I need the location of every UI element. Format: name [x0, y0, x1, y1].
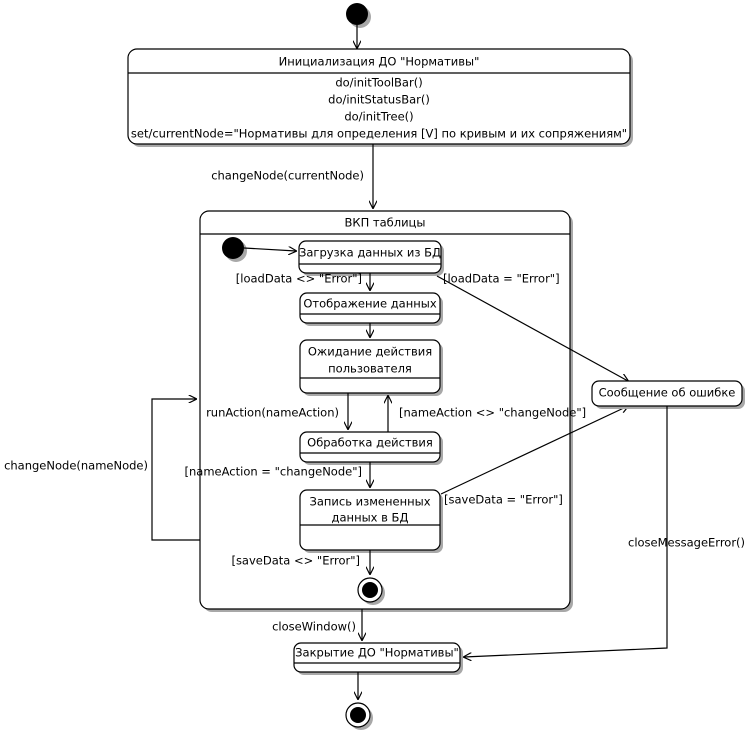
state-save-data-title-line1: Запись измененных [309, 495, 430, 509]
edge-label-name-action-change: [nameAction = "changeNode"] [185, 465, 362, 479]
inner-start-node [222, 237, 247, 262]
edge-label-run-action: runAction(nameAction) [206, 406, 339, 420]
state-initialization-action-0: do/initToolBar() [335, 76, 422, 90]
edge-error-to-close [464, 406, 668, 657]
state-show-data [299, 292, 443, 326]
state-error-message [591, 380, 745, 409]
final-node [345, 702, 373, 730]
state-initialization-action-3: set/currentNode="Нормативы для определен… [131, 127, 627, 141]
state-close [293, 642, 463, 675]
state-wait-user-action-title-line2: пользователя [328, 362, 412, 376]
state-initialization-action-2: do/initTree() [344, 110, 413, 124]
edge-label-load-error: [loadData = "Error"] [443, 272, 560, 286]
composite-state-title: ВКП таблицы [345, 216, 426, 230]
state-show-data-title: Отображение данных [303, 297, 437, 311]
edge-label-change-node-name: changeNode(nameNode) [4, 459, 148, 473]
state-process-action [299, 431, 443, 465]
edge-label-change-node-current: changeNode(currentNode) [211, 169, 364, 183]
state-wait-user-action-title-line1: Ожидание действия [308, 345, 432, 359]
inner-final-node [357, 577, 385, 605]
state-save-data-title-line2: данных в БД [332, 511, 409, 525]
state-close-title: Закрытие ДО "Нормативы" [295, 646, 459, 660]
edge-label-save-ok: [saveData <> "Error"] [231, 554, 360, 568]
edge-label-load-ok: [loadData <> "Error"] [236, 272, 362, 286]
edge-label-save-error: [saveData = "Error"] [444, 493, 563, 507]
state-load-data-title: Загрузка данных из БД [299, 246, 441, 260]
edge-inner-start-to-load [243, 248, 296, 251]
state-initialization-action-1: do/initStatusBar() [328, 93, 430, 107]
edge-label-name-action-not-change: [nameAction <> "changeNode"] [399, 406, 586, 420]
edge-change-node-loop [151, 399, 200, 541]
state-wait-user-action [299, 339, 443, 396]
edge-label-close-window: closeWindow() [272, 620, 356, 634]
start-node [346, 3, 371, 28]
state-error-message-title: Сообщение об ошибке [599, 386, 736, 400]
edge-load-to-error [436, 275, 628, 381]
state-initialization [127, 48, 633, 147]
edge-label-close-message-error: closeMessageError() [628, 536, 745, 550]
edge-save-to-error [440, 406, 628, 495]
state-save-data [299, 489, 443, 553]
state-process-action-title: Обработка действия [307, 436, 433, 450]
state-initialization-title: Инициализация ДО "Нормативы" [279, 55, 480, 69]
state-load-data [298, 240, 444, 276]
